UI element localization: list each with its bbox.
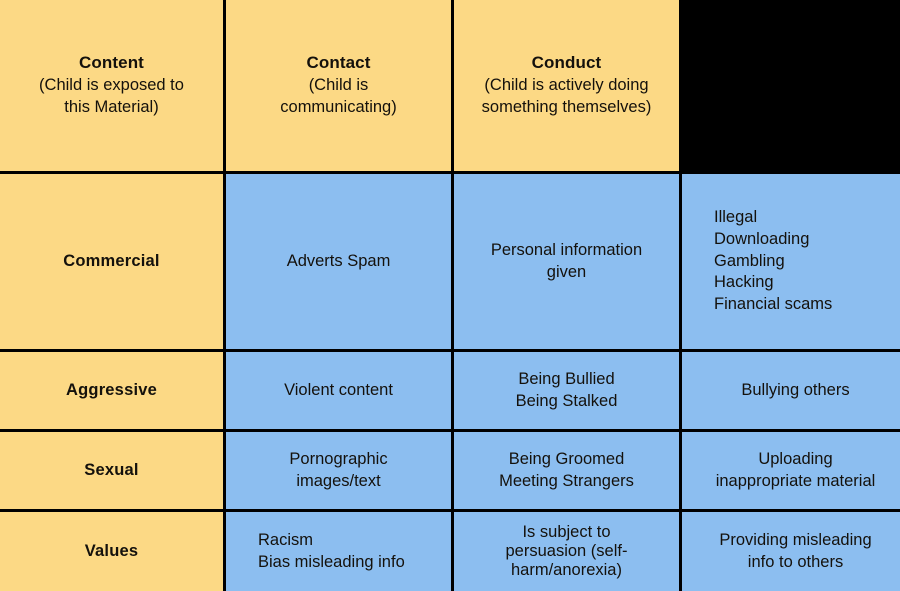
cell-line: Pornographic — [289, 449, 388, 468]
cell-line: Bullying others — [741, 380, 850, 399]
header-title-conduct: Conduct — [531, 53, 602, 73]
header-subtitle-content-line2: this Material) — [64, 98, 159, 117]
cell-line: Hacking — [714, 273, 774, 292]
cell-line: Adverts Spam — [286, 251, 391, 270]
header-subtitle-conduct-line1: (Child is actively doing — [484, 76, 649, 95]
cell-line: info to others — [747, 552, 844, 571]
cell-line: Financial scams — [714, 295, 833, 314]
cell-line: Violent content — [284, 380, 393, 399]
cell-values-conduct: Providing misleading info to others — [682, 512, 900, 591]
cell-line: Racism — [258, 530, 314, 549]
cell-line: Illegal — [714, 208, 758, 227]
row-label-commercial: Commercial — [0, 174, 223, 349]
cell-line: Being Groomed — [508, 449, 625, 468]
header-cell-conduct: Conduct (Child is actively doing somethi… — [454, 0, 679, 171]
row-label-aggressive: Aggressive — [0, 352, 223, 429]
cell-line: Uploading — [758, 449, 833, 468]
cell-commercial-conduct: Illegal Downloading Gambling Hacking Fin… — [682, 174, 900, 349]
cell-sexual-contact: Being Groomed Meeting Strangers — [454, 432, 679, 509]
row-label-values: Values — [0, 512, 223, 591]
cell-aggressive-contact: Being Bullied Being Stalked — [454, 352, 679, 429]
cell-line: Personal information — [490, 240, 643, 259]
cell-line: Providing misleading — [719, 530, 872, 549]
header-title-contact: Contact — [306, 53, 371, 73]
header-cell-contact: Contact (Child is communicating) — [226, 0, 451, 171]
cell-line: Bias misleading info — [258, 552, 405, 571]
header-subtitle-contact-line2: communicating) — [280, 98, 397, 117]
header-cell-blank — [682, 0, 900, 171]
header-title-content: Content — [79, 53, 144, 73]
cell-line: Gambling — [714, 251, 785, 270]
cell-sexual-content: Pornographic images/text — [226, 432, 451, 509]
cell-line: Meeting Strangers — [499, 471, 634, 490]
cell-line: Downloading — [714, 229, 810, 248]
cell-line: inappropriate material — [715, 471, 876, 490]
cell-line: Being Stalked — [515, 391, 618, 410]
header-cell-content: Content (Child is exposed to this Materi… — [0, 0, 223, 171]
header-subtitle-contact-line1: (Child is — [308, 76, 369, 95]
cell-values-content: Racism Bias misleading info — [226, 512, 451, 591]
row-label-sexual: Sexual — [0, 432, 223, 509]
cell-aggressive-conduct: Bullying others — [682, 352, 900, 429]
cell-commercial-content: Adverts Spam — [226, 174, 451, 349]
header-subtitle-conduct-line2: something themselves) — [481, 98, 652, 117]
cell-sexual-conduct: Uploading inappropriate material — [682, 432, 900, 509]
header-subtitle-content-line1: (Child is exposed to — [39, 76, 184, 95]
cell-values-contact: Is subject to persuasion (self- harm/ano… — [454, 512, 679, 591]
cell-aggressive-content: Violent content — [226, 352, 451, 429]
cell-line: Is subject to — [522, 523, 611, 542]
cell-commercial-contact: Personal information given — [454, 174, 679, 349]
cell-line: harm/anorexia) — [511, 560, 622, 579]
cell-line: Being Bullied — [518, 369, 615, 388]
cell-line: persuasion (self- — [505, 542, 628, 561]
cell-line: given — [546, 262, 587, 281]
cell-line: images/text — [296, 471, 381, 490]
